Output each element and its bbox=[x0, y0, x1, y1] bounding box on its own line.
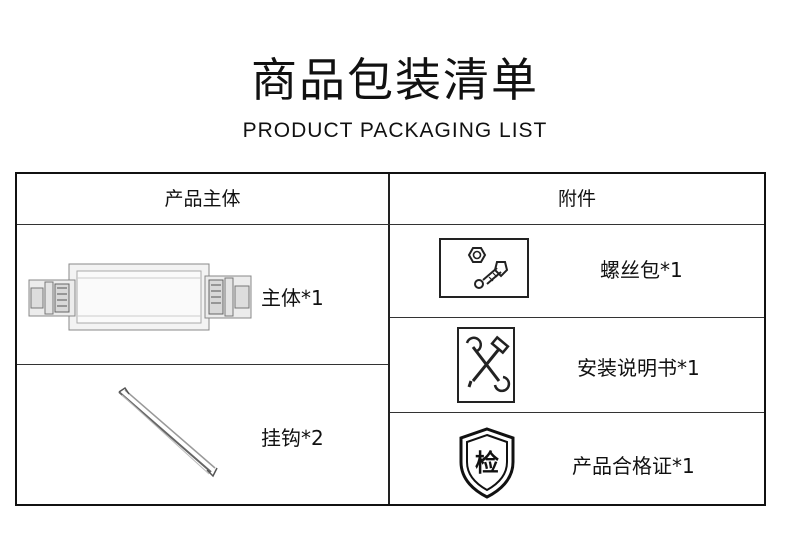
svg-text:检: 检 bbox=[475, 449, 499, 477]
hook-label: 挂钩*2 bbox=[261, 426, 324, 450]
right-row-divider-1 bbox=[390, 317, 764, 318]
page-title: 商品包装清单 bbox=[251, 53, 539, 107]
right-row-divider-2 bbox=[390, 412, 764, 413]
header-divider bbox=[17, 224, 764, 225]
inspection-shield-icon: 检 bbox=[455, 426, 519, 500]
screw-pack-label: 螺丝包*1 bbox=[600, 258, 683, 282]
main-body-label: 主体*1 bbox=[261, 286, 324, 310]
hook-image bbox=[115, 386, 219, 480]
header-accessories: 附件 bbox=[557, 188, 596, 210]
column-divider bbox=[388, 174, 390, 504]
packaging-table: 产品主体 附件 主体*1 bbox=[15, 172, 766, 506]
screw-bolt-icon bbox=[439, 238, 529, 298]
certificate-label: 产品合格证*1 bbox=[572, 454, 695, 478]
rail-body-image bbox=[27, 258, 255, 338]
header-main-product: 产品主体 bbox=[164, 188, 241, 210]
left-row-divider bbox=[17, 364, 388, 365]
page-subtitle: PRODUCT PACKAGING LIST bbox=[242, 119, 548, 142]
manual-label: 安装说明书*1 bbox=[577, 356, 700, 380]
wrench-hammer-icon bbox=[457, 327, 515, 403]
